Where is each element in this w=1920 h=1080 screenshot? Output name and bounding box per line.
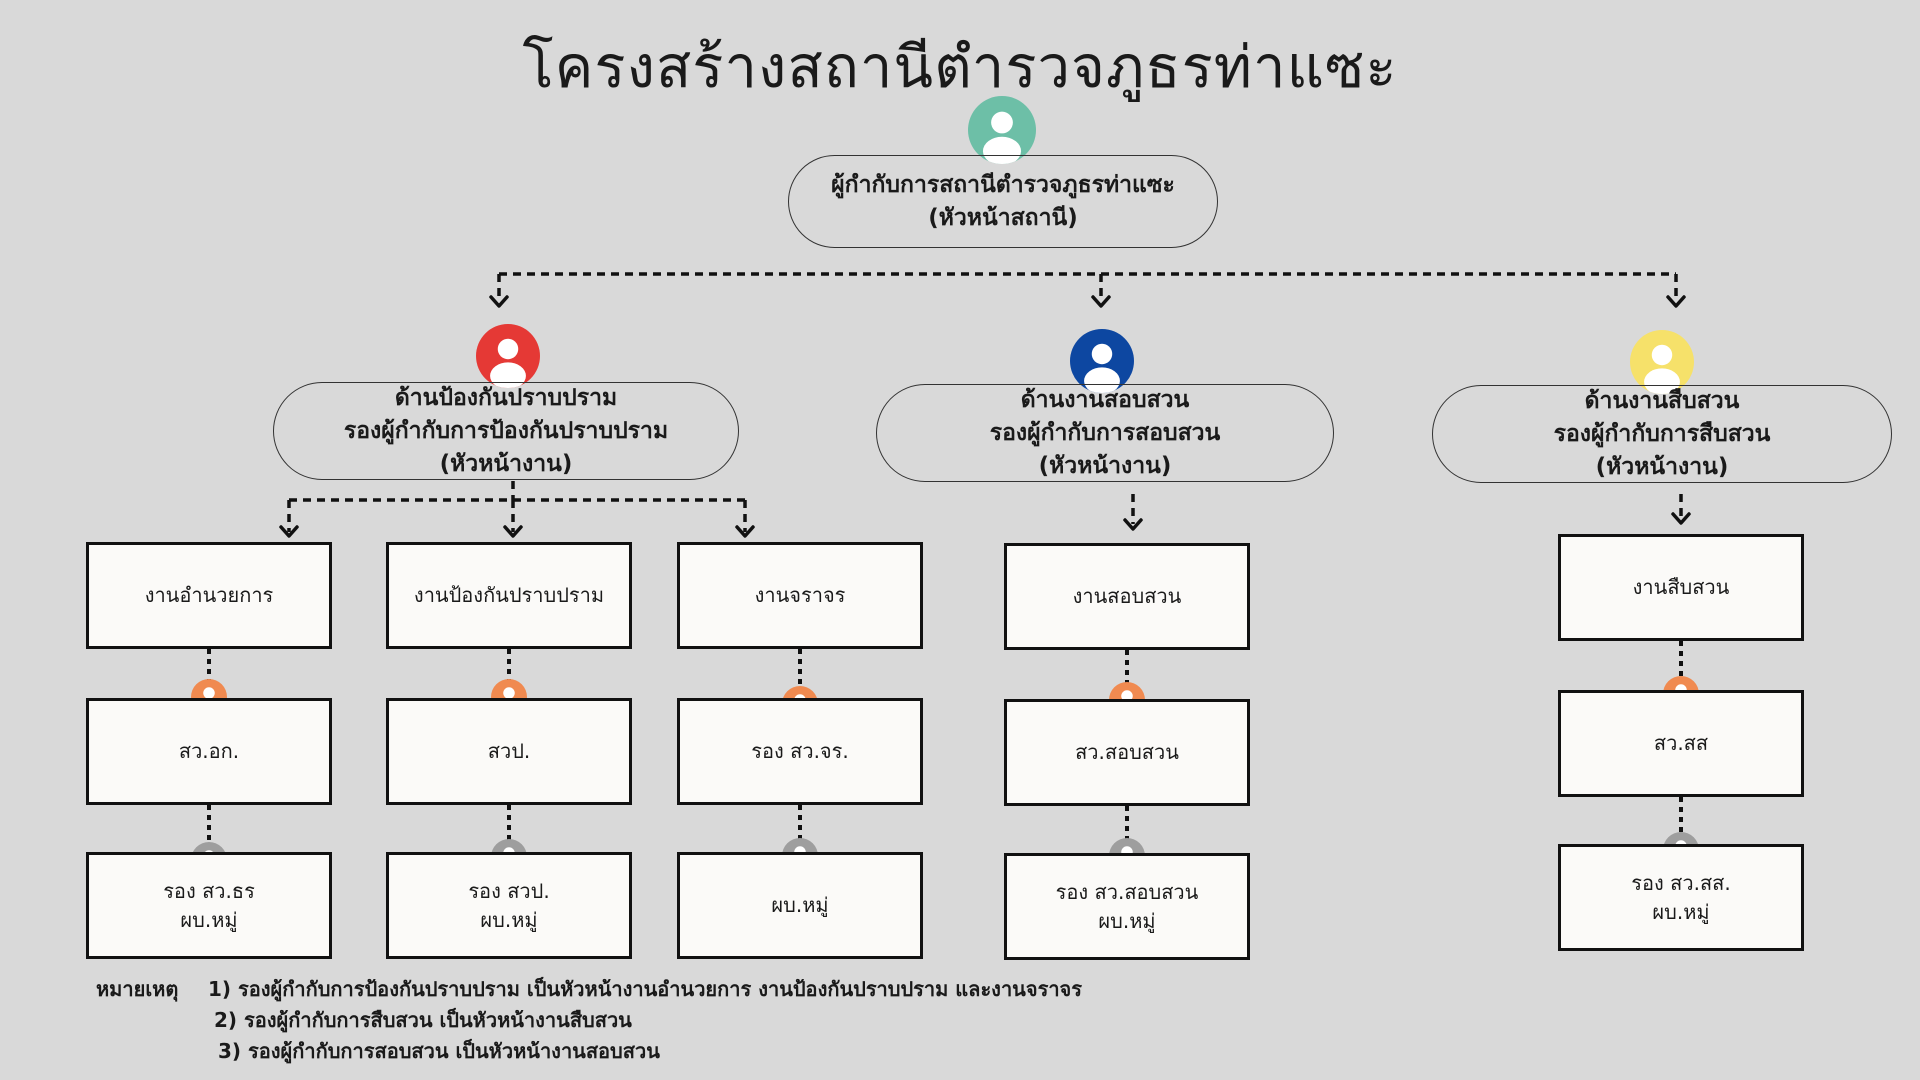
division-avatar-icon: [476, 324, 540, 388]
arrowhead: [1091, 295, 1111, 308]
staff-box-investigation: รอง สว.สส. ผบ.หมู่: [1558, 844, 1804, 951]
officer-title: สว.สอบสวน: [1075, 740, 1179, 764]
division-node-inquiry: ด้านงานสอบสวน รองผู้กำกับการสอบสวน (หัวห…: [876, 384, 1334, 482]
notes-label: หมายเหตุ: [96, 977, 179, 1001]
unit-box-suppression: งานป้องกันปราบปราม: [386, 542, 632, 649]
unit-box-inquiry: งานสอบสวน: [1004, 543, 1250, 650]
arrowhead: [503, 525, 523, 538]
division-node-suppression: ด้านป้องกันปราบปราม รองผู้กำกับการป้องกั…: [273, 382, 739, 480]
arrowhead: [735, 525, 755, 538]
staff-box-administration: รอง สว.ธร ผบ.หมู่: [86, 852, 332, 959]
arrowhead: [1666, 295, 1686, 308]
arrowhead: [489, 295, 509, 308]
staff-box-suppression: รอง สวป. ผบ.หมู่: [386, 852, 632, 959]
unit-box-traffic: งานจราจร: [677, 542, 923, 649]
note-item: 1) รองผู้กำกับการป้องกันปราบปราม เป็นหัว…: [208, 977, 1083, 1001]
division-name: ด้านงานสืบสวน: [1584, 387, 1740, 414]
division-name: ด้านป้องกันปราบปราม: [394, 384, 618, 411]
unit-name: งานสืบสวน: [1632, 575, 1730, 599]
station-head-role: (หัวหน้าสถานี): [928, 204, 1078, 231]
division-head-role: (หัวหน้างาน): [439, 450, 573, 477]
staff-title: รอง สวป.: [468, 878, 550, 903]
division-head-role: (หัวหน้างาน): [1595, 453, 1729, 480]
officer-title: รอง สว.จร.: [751, 739, 849, 763]
head-avatar-icon: [968, 96, 1036, 164]
note-item: 3) รองผู้กำกับการสอบสวน เป็นหัวหน้างานสอ…: [218, 1039, 660, 1063]
page-title: โครงสร้างสถานีตำรวจภูธรท่าแซะ: [522, 33, 1398, 101]
division-avatar-icon: [1070, 329, 1134, 393]
officer-box-administration: สว.อก.: [86, 698, 332, 805]
staff-box-inquiry: รอง สว.สอบสวน ผบ.หมู่: [1004, 853, 1250, 960]
staff-box-traffic: ผบ.หมู่: [677, 852, 923, 959]
staff-title: รอง สว.ธร: [163, 878, 255, 903]
staff-title: รอง สว.สอบสวน: [1055, 879, 1199, 904]
division-node-investigation: ด้านงานสืบสวน รองผู้กำกับการสืบสวน (หัวห…: [1432, 385, 1892, 483]
staff-title: รอง สว.สส.: [1631, 870, 1731, 895]
station-head-node: ผู้กำกับการสถานีตำรวจภูธรท่าแซะ (หัวหน้า…: [788, 155, 1218, 248]
arrowhead: [1671, 512, 1691, 525]
division-name: ด้านงานสอบสวน: [1020, 386, 1190, 413]
arrowhead: [1123, 518, 1143, 531]
officer-title: สว.อก.: [178, 739, 240, 763]
staff-title: ผบ.หมู่: [771, 893, 829, 917]
note-item: 2) รองผู้กำกับการสืบสวน เป็นหัวหน้างานสื…: [214, 1008, 632, 1032]
unit-name: งานป้องกันปราบปราม: [413, 583, 605, 607]
staff-title-2: ผบ.หมู่: [480, 907, 538, 932]
staff-title-2: ผบ.หมู่: [180, 907, 238, 932]
division-head-title: รองผู้กำกับการสืบสวน: [1553, 420, 1771, 447]
division-head-role: (หัวหน้างาน): [1038, 452, 1172, 479]
division-head-title: รองผู้กำกับการป้องกันปราบปราม: [343, 417, 669, 444]
unit-name: งานสอบสวน: [1072, 584, 1182, 608]
staff-title-2: ผบ.หมู่: [1098, 908, 1156, 933]
station-head-title: ผู้กำกับการสถานีตำรวจภูธรท่าแซะ: [831, 171, 1175, 198]
division-avatar-icon: [1630, 330, 1694, 394]
officer-box-suppression: สวป.: [386, 698, 632, 805]
officer-title: สว.สส: [1653, 731, 1709, 755]
officer-title: สวป.: [487, 739, 531, 763]
officer-box-investigation: สว.สส: [1558, 690, 1804, 797]
unit-name: งานจราจร: [754, 583, 846, 607]
officer-box-inquiry: สว.สอบสวน: [1004, 699, 1250, 806]
officer-box-traffic: รอง สว.จร.: [677, 698, 923, 805]
division-head-title: รองผู้กำกับการสอบสวน: [989, 419, 1221, 446]
unit-box-administration: งานอำนวยการ: [86, 542, 332, 649]
unit-name: งานอำนวยการ: [144, 583, 274, 607]
staff-title-2: ผบ.หมู่: [1652, 899, 1710, 924]
arrowhead: [279, 525, 299, 538]
unit-box-investigation: งานสืบสวน: [1558, 534, 1804, 641]
